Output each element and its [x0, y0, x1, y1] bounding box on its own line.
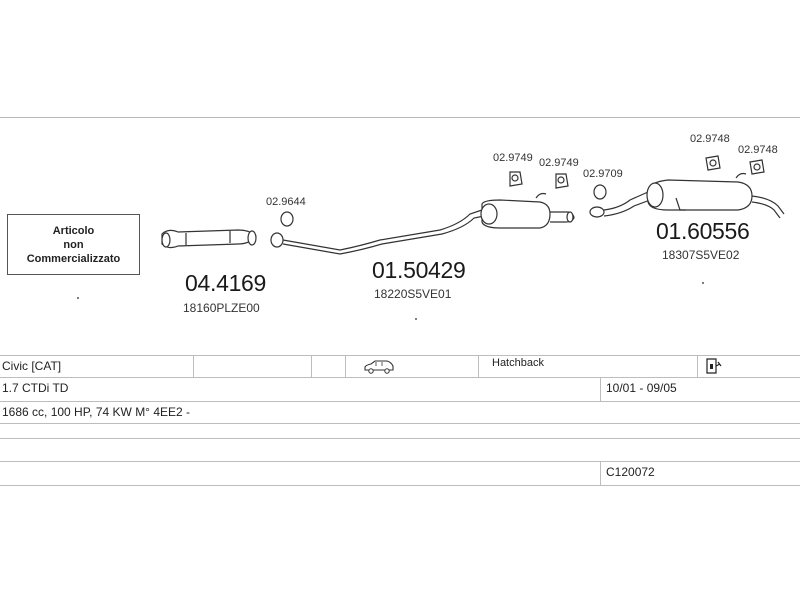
- rubber-mount-02-9749-b: [555, 173, 569, 189]
- part-ref-18220S5VE01: 18220S5VE01: [374, 287, 452, 301]
- row5-sep: [600, 461, 601, 485]
- not-sold-note: Articolo non Commercializzato: [7, 214, 140, 275]
- rear-silencer-drawing: [589, 172, 785, 219]
- vehicle-body-type: Hatchback: [492, 357, 544, 369]
- part-label-02-9748-b[interactable]: 02.9748: [738, 144, 778, 156]
- vehicle-model: Civic [CAT]: [2, 359, 62, 373]
- part-label-02-9709[interactable]: 02.9709: [583, 168, 623, 180]
- row1-sep-1: [193, 355, 194, 377]
- rubber-mount-02-9748-b: [749, 159, 765, 175]
- row1-sep-5: [697, 355, 698, 377]
- row1-sep-4: [478, 355, 479, 377]
- engine-model: 1.7 CTDi TD: [2, 381, 69, 395]
- middle-silencer-drawing: [282, 192, 575, 255]
- rubber-mount-02-9749-a: [509, 171, 523, 187]
- engine-spec: 1686 cc, 100 HP, 74 KW M° 4EE2 -: [2, 405, 191, 419]
- part-label-02-9749-b[interactable]: 02.9749: [539, 157, 579, 169]
- car-icon: [364, 360, 394, 374]
- part-code-01-60556[interactable]: 01.60556: [656, 218, 750, 244]
- gasket-02-9709-drawing: [593, 184, 607, 200]
- note-line-2: non: [63, 238, 84, 251]
- part-ref-18307S5VE02: 18307S5VE02: [662, 248, 740, 262]
- row2-sep: [600, 377, 601, 401]
- note-line-1: Articolo: [52, 224, 95, 237]
- part-label-02-9749-a[interactable]: 02.9749: [493, 152, 533, 164]
- part-code-01-50429[interactable]: 01.50429: [372, 257, 466, 283]
- table-top-line: [0, 355, 800, 356]
- catalytic-converter-drawing: [161, 229, 257, 249]
- part-label-02-9644[interactable]: 02.9644: [266, 196, 306, 208]
- part-ref-18160PLZE00: 18160PLZE00: [183, 301, 260, 315]
- production-years: 10/01 - 09/05: [606, 381, 677, 395]
- part-label-02-9748-a[interactable]: 02.9748: [690, 133, 730, 145]
- table-row2-line: [0, 401, 800, 402]
- table-row3-line: [0, 423, 800, 424]
- row1-sep-3: [345, 355, 346, 377]
- table-row5-line: [0, 485, 800, 486]
- part-code-04-4169[interactable]: 04.4169: [185, 270, 267, 296]
- diagram-top-border: [0, 117, 800, 118]
- table-row4b-line: [0, 461, 800, 462]
- table-row4-line: [0, 438, 800, 439]
- gasket-02-9644-drawing: [280, 211, 294, 227]
- table-row1-line: [0, 377, 800, 378]
- rubber-mount-02-9748-a: [705, 155, 721, 171]
- document-icon[interactable]: [705, 358, 723, 374]
- note-line-3: Commercializzato: [26, 252, 121, 265]
- catalog-reference: C120072: [606, 465, 655, 479]
- row1-sep-2: [311, 355, 312, 377]
